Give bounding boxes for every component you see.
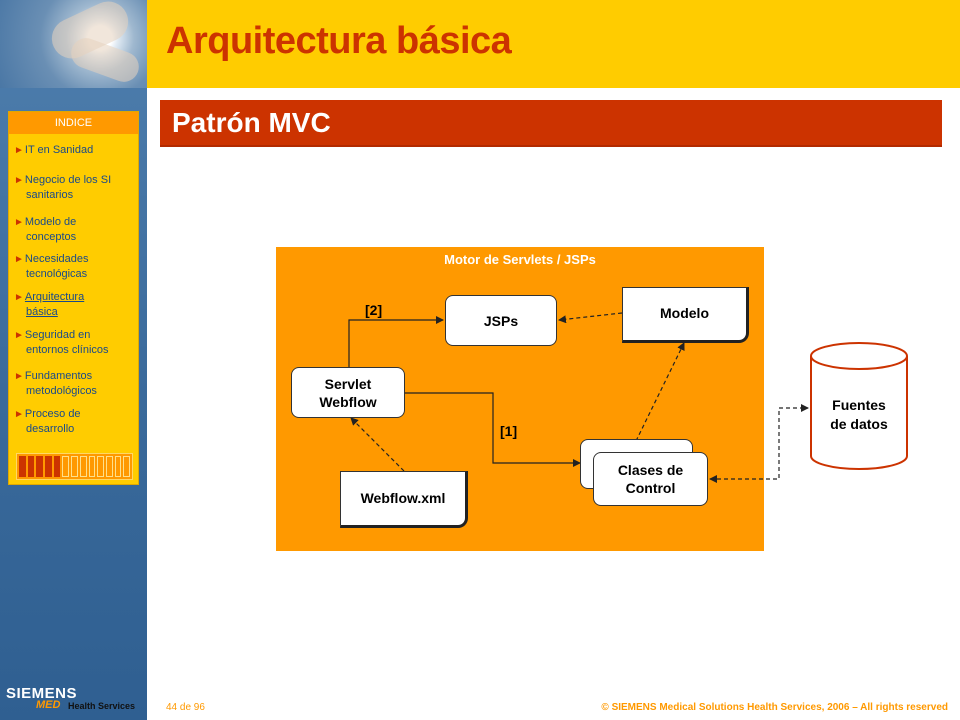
progress-cell bbox=[62, 456, 70, 477]
progress-cell bbox=[79, 456, 87, 477]
index-item-necesidades[interactable]: ►Necesidades tecnológicas bbox=[14, 253, 89, 280]
control-classes-box: Clases de Control bbox=[593, 452, 708, 506]
play-arrow-icon: ► bbox=[14, 409, 24, 420]
servlet-webflow-box: Servlet Webflow bbox=[291, 367, 405, 418]
engine-label: Motor de Servlets / JSPs bbox=[444, 252, 596, 267]
progress-cell bbox=[88, 456, 96, 477]
index-item-proceso[interactable]: ►Proceso de desarrollo bbox=[14, 408, 81, 435]
subtitle-bar: Patrón MVC bbox=[160, 100, 942, 147]
progress-cell bbox=[123, 456, 130, 477]
play-arrow-icon: ► bbox=[14, 145, 24, 156]
modelo-document: Modelo bbox=[622, 287, 749, 343]
step-1-label: [1] bbox=[500, 423, 518, 439]
progress-indicator bbox=[16, 453, 133, 480]
progress-cell bbox=[19, 456, 26, 477]
index-item-it-sanidad[interactable]: ►IT en Sanidad bbox=[14, 144, 94, 156]
header-photo bbox=[0, 0, 147, 88]
play-arrow-icon: ► bbox=[14, 217, 24, 228]
play-arrow-icon: ► bbox=[14, 254, 24, 265]
play-arrow-icon: ► bbox=[14, 175, 24, 186]
arrow-xml-to-servlet bbox=[350, 417, 405, 472]
page-title: Arquitectura básica bbox=[166, 20, 512, 62]
section-subtitle: Patrón MVC bbox=[172, 107, 331, 138]
index-item-seguridad[interactable]: ►Seguridad en entornos clínicos bbox=[14, 329, 109, 356]
top-band bbox=[147, 0, 960, 88]
arrow-modelo-to-jsps bbox=[558, 312, 623, 324]
progress-cell bbox=[45, 456, 52, 477]
index-item-fundamentos[interactable]: ►Fundamentos metodológicos bbox=[14, 370, 97, 397]
siemens-logo: SIEMENS bbox=[6, 685, 78, 702]
play-arrow-icon: ► bbox=[14, 371, 24, 382]
arrow-control-to-modelo bbox=[635, 342, 685, 442]
index-item-negocio[interactable]: ►Negocio de los SI sanitarios bbox=[14, 174, 112, 201]
arrow-servlet-to-jsps bbox=[348, 316, 444, 367]
play-arrow-icon: ► bbox=[14, 330, 24, 341]
play-arrow-icon: ► bbox=[14, 292, 24, 303]
index-panel: INDICE ►IT en Sanidad ►Negocio de los SI… bbox=[8, 111, 139, 485]
index-header[interactable]: INDICE bbox=[9, 112, 138, 134]
index-item-modelo[interactable]: ►Modelo de conceptos bbox=[14, 216, 77, 243]
progress-cell bbox=[27, 456, 35, 477]
jsps-box: JSPs bbox=[445, 295, 557, 346]
progress-cell bbox=[97, 456, 104, 477]
step-2-label: [2] bbox=[365, 302, 383, 318]
progress-cell bbox=[53, 456, 61, 477]
webflow-xml-document: Webflow.xml bbox=[340, 471, 468, 528]
index-item-arquitectura[interactable]: ►Arquitectura básica bbox=[14, 291, 85, 318]
datasource-cylinder bbox=[810, 342, 908, 470]
datasource-label: Fuentes de datos bbox=[830, 397, 888, 432]
progress-cell bbox=[114, 456, 122, 477]
med-logo: MED bbox=[36, 699, 61, 711]
arrow-control-datasource bbox=[709, 404, 809, 483]
page-number: 44 de 96 bbox=[166, 702, 205, 713]
health-services-logo: Health Services bbox=[68, 701, 136, 711]
progress-cell bbox=[71, 456, 78, 477]
progress-cell bbox=[105, 456, 113, 477]
copyright-notice: © SIEMENS Medical Solutions Health Servi… bbox=[601, 702, 948, 713]
progress-cell bbox=[36, 456, 44, 477]
arrow-servlet-to-control bbox=[405, 392, 581, 467]
